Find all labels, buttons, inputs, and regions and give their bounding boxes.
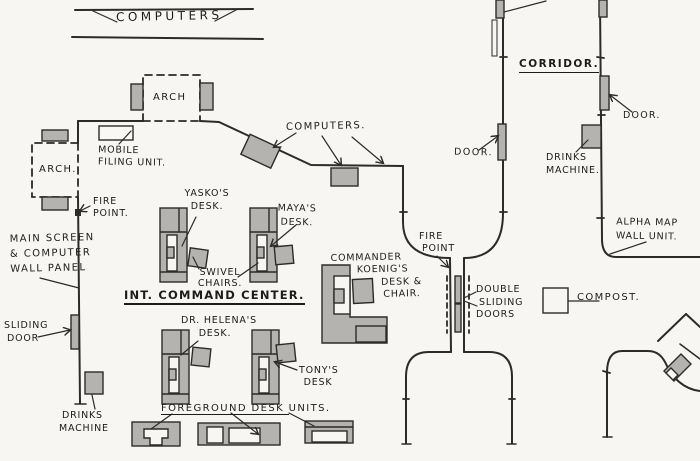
label-foreground-desks: FOREGROUND DESK UNITS. [161, 403, 331, 415]
leader-alpha-map [609, 241, 647, 255]
compost-box [542, 287, 569, 314]
leader-mobile-filing [118, 130, 132, 145]
foreground-desk-unit-3 [304, 420, 354, 444]
leader-maya [271, 224, 297, 246]
leader-sliding-door [37, 330, 70, 338]
leader-door-west [478, 136, 498, 151]
wall-bottom-right-junction [602, 313, 700, 438]
leader-double-doors [463, 291, 478, 307]
desk-dr-helena [161, 329, 190, 405]
leader-drinks-corridor [575, 139, 589, 153]
label-compost: COMPOST. [577, 292, 641, 303]
leader-door-east [610, 95, 633, 113]
leader-tony [275, 362, 298, 371]
label-double-sliding-doors: DOUBLE SLIDING DOORS [476, 284, 524, 320]
desk-commander-koenig [321, 264, 388, 344]
corridor-door-east-mid [599, 75, 610, 111]
arch-top-panel-left [130, 83, 144, 111]
arch-left-panel-top [41, 129, 69, 142]
arch-top-panel-right [199, 82, 214, 111]
leader-fire-point-west [80, 206, 91, 211]
chair-maya [273, 244, 295, 266]
foreground-desk-unit-1 [131, 421, 181, 447]
label-door-west: DOOR. [453, 146, 494, 159]
wall-joint-ticks [399, 56, 611, 400]
leader-dr-helena [180, 340, 199, 356]
corridor-door-west-top [495, 0, 505, 19]
wall-computer-bank-top [71, 8, 264, 40]
drinks-machine-room-unit [84, 371, 104, 395]
fire-point-west-marker [75, 209, 81, 216]
computers-panel-wall [330, 167, 359, 187]
label-arch-left: ARCH. [39, 164, 77, 175]
leader-corridor-top-door [503, 0, 547, 13]
double-door-leaf-bottom [454, 303, 462, 333]
wall-door-neck [401, 0, 517, 445]
sliding-door-panel [70, 314, 80, 350]
double-door-leaf-top [454, 275, 462, 304]
leader-computers-top [92, 9, 237, 23]
room-title: INT. COMMAND CENTER. [124, 289, 305, 305]
label-door-east: DOOR. [623, 110, 661, 121]
chair-dr-helena [190, 346, 212, 368]
leader-drinks-room [91, 394, 96, 410]
corridor-door-east-top [598, 0, 608, 18]
leader-main-screen [39, 277, 80, 289]
chair-commander-koenig [351, 277, 375, 305]
leader-foreground-desks [150, 412, 315, 434]
label-koenig-desk: COMMANDER KOENIG'S DESK & CHAIR. [330, 251, 423, 300]
wall-corridor-east [599, 0, 700, 258]
chair-tony [275, 342, 297, 364]
leader-swivel-chairs [192, 256, 259, 278]
arch-left-panel-bottom [41, 196, 69, 211]
leader-computers-room [274, 132, 383, 165]
corridor-wall-panel [491, 19, 498, 57]
computers-panel-diagonal [239, 133, 281, 170]
mobile-filing-unit [98, 125, 134, 141]
leader-yasko [181, 216, 197, 247]
label-computers-room: COMPUTERS. [285, 120, 366, 133]
desk-tony [251, 329, 280, 405]
door-pocket-dashes [446, 275, 470, 334]
chair-yasko [187, 247, 209, 269]
corridor-title: CORRIDOR. [519, 58, 600, 73]
corridor-door-west-mid [497, 123, 507, 161]
leader-fire-point-mid [436, 255, 448, 267]
label-computers-top: COMPUTERS [115, 7, 223, 25]
label-arch-top: ARCH [153, 92, 187, 103]
foreground-desk-unit-2 [197, 422, 281, 446]
diagonal-door-panel [663, 353, 692, 382]
drinks-machine-corridor-unit [581, 124, 602, 149]
